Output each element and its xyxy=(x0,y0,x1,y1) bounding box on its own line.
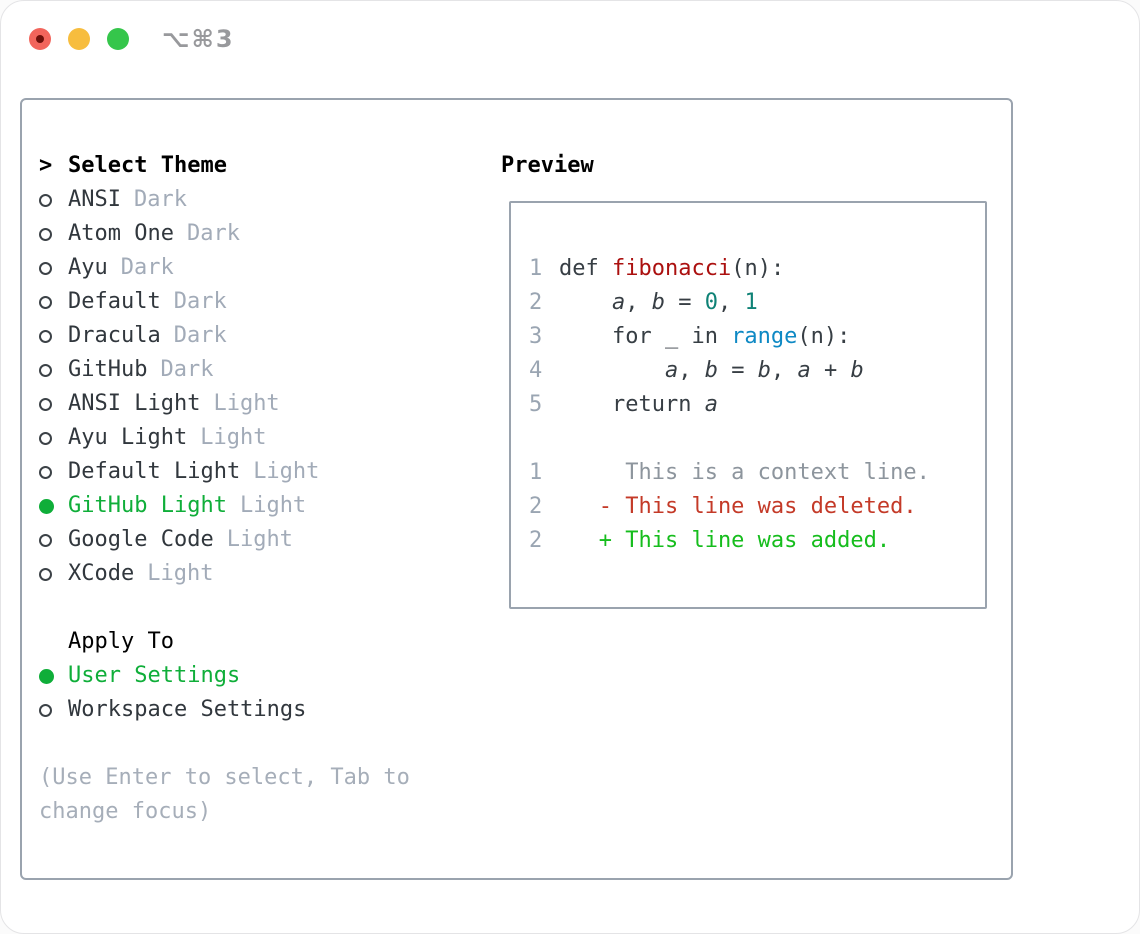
window-title: ⌥⌘3 xyxy=(162,25,235,53)
line-number: 2 xyxy=(529,290,543,315)
radio-selected-icon xyxy=(39,668,54,684)
radio-unselected-icon xyxy=(39,567,52,581)
theme-option-variant: Dark xyxy=(160,357,214,382)
theme-option-name: ANSI xyxy=(68,187,121,212)
theme-option-variant: Dark xyxy=(186,221,240,246)
spacer xyxy=(39,591,501,625)
theme-option-name: Ayu xyxy=(68,255,108,280)
theme-option-variant: Light xyxy=(253,459,320,484)
code-line xyxy=(529,422,985,456)
theme-option[interactable]: Default Dark xyxy=(39,285,501,319)
cursor-prompt-icon: > xyxy=(39,153,53,178)
code-line: 3 for _ in range(n): xyxy=(529,320,985,354)
minimize-button[interactable] xyxy=(68,28,90,50)
theme-option[interactable]: Ayu Dark xyxy=(39,251,501,285)
radio-unselected-icon xyxy=(39,261,52,275)
theme-option[interactable]: Atom One Dark xyxy=(39,217,501,251)
theme-option-variant: Dark xyxy=(133,187,187,212)
theme-option-name: XCode xyxy=(68,561,135,586)
theme-option[interactable]: ANSI Dark xyxy=(39,183,501,217)
line-number: 1 xyxy=(529,256,543,281)
theme-option[interactable]: Dracula Dark xyxy=(39,319,501,353)
line-number: 1 xyxy=(529,460,543,485)
select-theme-title: Select Theme xyxy=(68,153,227,178)
line-number: 2 xyxy=(529,528,543,553)
theme-option-name: Ayu Light xyxy=(68,425,188,450)
line-number: 2 xyxy=(529,494,543,519)
theme-option[interactable]: Google Code Light xyxy=(39,523,501,557)
radio-unselected-icon xyxy=(39,703,52,717)
radio-unselected-icon xyxy=(39,431,52,445)
theme-option-variant: Light xyxy=(239,493,307,518)
theme-option[interactable]: Ayu Light Light xyxy=(39,421,501,455)
code-line: 5 return a xyxy=(529,388,985,422)
titlebar: ⌥⌘3 xyxy=(29,25,235,53)
theme-option-name: GitHub Light xyxy=(68,493,227,518)
code-line: 2 - This line was deleted. xyxy=(529,490,985,524)
theme-option-variant: Light xyxy=(213,391,280,416)
radio-unselected-icon xyxy=(39,329,52,343)
apply-to-title: Apply To xyxy=(68,629,174,654)
code-line: 2 + This line was added. xyxy=(529,524,985,558)
line-number xyxy=(529,422,559,456)
apply-to-option[interactable]: User Settings xyxy=(39,659,501,693)
close-button[interactable] xyxy=(29,28,51,50)
hint-text: (Use Enter to select, Tab to change focu… xyxy=(39,765,410,824)
radio-unselected-icon xyxy=(39,227,52,241)
code-line: 2 a, b = 0, 1 xyxy=(529,286,985,320)
traffic-lights xyxy=(29,28,129,50)
theme-option-name: Dracula xyxy=(68,323,161,348)
radio-unselected-icon xyxy=(39,533,52,547)
apply-to-header: Apply To xyxy=(39,625,501,659)
theme-option-name: GitHub xyxy=(68,357,148,382)
theme-option-name: Default xyxy=(68,289,161,314)
line-number: 4 xyxy=(529,358,543,383)
theme-option[interactable]: GitHub Light Light xyxy=(39,489,501,523)
select-theme-header: > Select Theme xyxy=(39,149,501,183)
zoom-button[interactable] xyxy=(107,28,129,50)
theme-option[interactable]: Default Light Light xyxy=(39,455,501,489)
theme-option[interactable]: ANSI Light Light xyxy=(39,387,501,421)
radio-unselected-icon xyxy=(39,363,52,377)
radio-unselected-icon xyxy=(39,397,52,411)
line-number: 5 xyxy=(529,392,543,417)
theme-option-variant: Light xyxy=(200,425,267,450)
code-line: 1 This is a context line. xyxy=(529,456,985,490)
theme-option-variant: Dark xyxy=(120,255,174,280)
apply-to-option[interactable]: Workspace Settings xyxy=(39,693,501,727)
theme-option-name: ANSI Light xyxy=(68,391,201,416)
preview-title: Preview xyxy=(501,153,594,178)
spacer xyxy=(39,727,501,761)
theme-option-name: Atom One xyxy=(68,221,174,246)
theme-option-variant: Dark xyxy=(173,289,227,314)
theme-option[interactable]: GitHub Dark xyxy=(39,353,501,387)
radio-unselected-icon xyxy=(39,193,52,207)
theme-option-variant: Light xyxy=(147,561,214,586)
code-line: 4 a, b = b, a + b xyxy=(529,354,985,388)
radio-selected-icon xyxy=(39,498,54,514)
theme-option-variant: Light xyxy=(226,527,293,552)
theme-option-name: Google Code xyxy=(68,527,214,552)
apply-to-option-name: User Settings xyxy=(68,663,241,688)
theme-option-variant: Dark xyxy=(173,323,227,348)
theme-option-name: Default Light xyxy=(68,459,241,484)
close-dot-icon xyxy=(36,35,44,43)
radio-unselected-icon xyxy=(39,465,52,479)
theme-option[interactable]: XCode Light xyxy=(39,557,501,591)
apply-to-option-name: Workspace Settings xyxy=(68,697,307,722)
line-number: 3 xyxy=(529,324,543,349)
radio-unselected-icon xyxy=(39,295,52,309)
